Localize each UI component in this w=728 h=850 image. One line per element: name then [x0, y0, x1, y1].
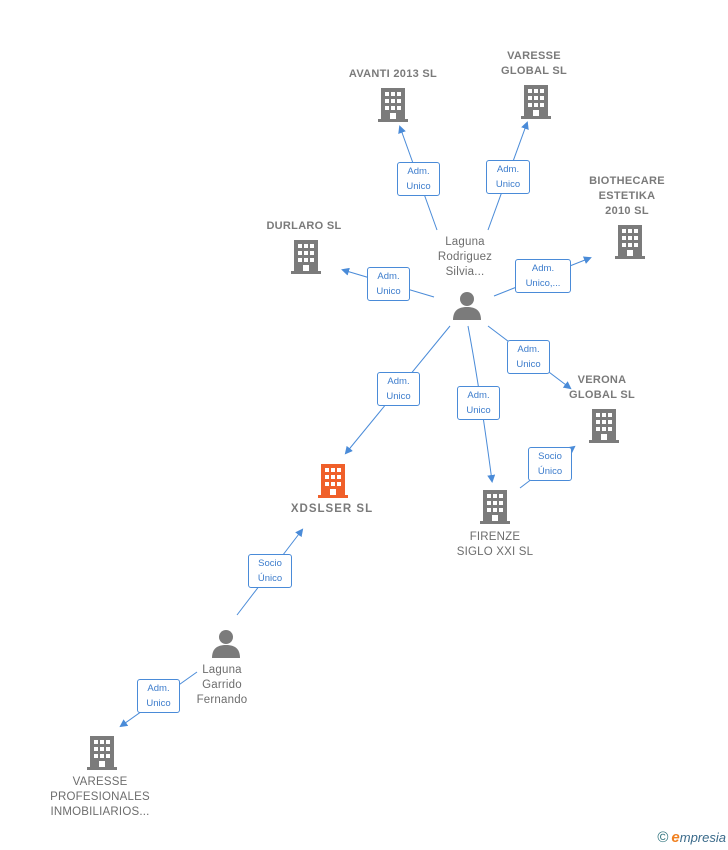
node-label-laguna-fernando[interactable]: Laguna Garrido Fernando: [162, 663, 282, 708]
edge-label[interactable]: Adm. Unico: [367, 267, 410, 301]
brand-initial: e: [671, 829, 680, 846]
label-line: FIRENZE: [469, 531, 521, 543]
edge-label-line: Unico: [466, 405, 491, 416]
label-line: GLOBAL SL: [500, 65, 568, 77]
laguna-silvia-person-icon[interactable]: [453, 292, 481, 320]
label-line: GLOBAL SL: [568, 389, 636, 401]
node-label-durlaro[interactable]: DURLARO SL: [234, 219, 374, 234]
label-line: ESTETIKA: [598, 190, 656, 202]
label-line: VARESSE: [72, 776, 128, 788]
biothecare-building-icon[interactable]: [615, 225, 645, 259]
edge-label[interactable]: Adm. Unico: [137, 679, 180, 713]
label-line: AVANTI 2013 SL: [348, 68, 438, 80]
label-line: Laguna: [202, 664, 242, 676]
edge-label[interactable]: Adm. Unico: [507, 340, 550, 374]
brand-name: mpresia: [679, 830, 726, 845]
edge-label[interactable]: Adm. Unico: [397, 162, 440, 196]
xdslser-building-icon[interactable]: [318, 464, 348, 498]
edge-label-line: Unico,...: [525, 278, 561, 289]
node-label-firenze[interactable]: FIRENZE SIGLO XXI SL: [425, 530, 565, 560]
copyright-icon: ©: [657, 829, 669, 846]
edge-label-line: Único: [537, 466, 563, 477]
label-line: BIOTHECARE: [589, 175, 665, 187]
edge-label-line: Unico: [386, 391, 411, 402]
edge-label[interactable]: Socio Único: [528, 447, 572, 481]
edge-label[interactable]: Adm. Unico: [486, 160, 530, 194]
node-label-xdslser[interactable]: XDSLSER SL: [262, 502, 402, 517]
edge-label-line: Unico: [495, 179, 521, 190]
label-line: Silvia...: [445, 266, 485, 278]
label-line: DURLARO SL: [266, 220, 342, 232]
node-label-varesse-global[interactable]: VARESSE GLOBAL SL: [464, 49, 604, 79]
label-line: Garrido: [202, 679, 242, 691]
edge-label-line: Socio: [258, 558, 282, 569]
edge-label-line: Adm.: [517, 344, 540, 355]
label-line: VARESSE: [507, 50, 561, 62]
edge-label-line: Socio: [538, 451, 562, 462]
label-line: INMOBILIARIOS...: [50, 806, 150, 818]
edge-label-line: Adm.: [377, 271, 400, 282]
label-line: XDSLSER SL: [290, 503, 374, 515]
edge-label-line: Adm.: [407, 166, 430, 177]
label-line: Rodriguez: [437, 251, 493, 263]
edge-label-line: Unico: [406, 181, 431, 192]
firenze-building-icon[interactable]: [480, 490, 510, 524]
verona-building-icon[interactable]: [589, 409, 619, 443]
edge-label-line: Adm.: [147, 683, 170, 694]
avanti-building-icon[interactable]: [378, 88, 408, 122]
edge-label[interactable]: Adm. Unico: [457, 386, 500, 420]
edge-label-line: Unico: [376, 286, 401, 297]
node-label-laguna-silvia[interactable]: Laguna Rodriguez Silvia...: [405, 235, 525, 280]
edge-label[interactable]: Adm. Unico: [377, 372, 420, 406]
label-line: SIGLO XXI SL: [456, 546, 534, 558]
edge-label-line: Adm.: [496, 164, 520, 175]
label-line: Fernando: [196, 694, 248, 706]
node-label-varesse-prof[interactable]: VARESSE PROFESIONALES INMOBILIARIOS...: [30, 775, 170, 820]
edges: [119, 121, 592, 728]
durlaro-building-icon[interactable]: [291, 240, 321, 274]
edge-label-line: Adm.: [531, 263, 555, 274]
label-line: Laguna: [445, 236, 485, 248]
label-line: PROFESIONALES: [50, 791, 150, 803]
edge-label-line: Adm.: [387, 376, 410, 387]
node-label-verona[interactable]: VERONA GLOBAL SL: [532, 373, 672, 403]
varesse-global-building-icon[interactable]: [521, 85, 551, 119]
label-line: 2010 SL: [605, 205, 649, 217]
edge-label-line: Unico: [146, 698, 171, 709]
edge-label-line: Unico: [516, 359, 541, 370]
node-label-biothecare[interactable]: BIOTHECARE ESTETIKA 2010 SL: [557, 174, 697, 219]
laguna-fernando-person-icon[interactable]: [212, 630, 240, 658]
edge-label-line: Adm.: [467, 390, 490, 401]
footer-brand[interactable]: © empresia: [657, 829, 726, 846]
label-line: VERONA: [577, 374, 627, 386]
edge-label-line: Único: [257, 573, 283, 584]
varesse-prof-building-icon[interactable]: [87, 736, 117, 770]
edge-label[interactable]: Socio Único: [248, 554, 292, 588]
node-label-avanti[interactable]: AVANTI 2013 SL: [323, 67, 463, 82]
edge-label[interactable]: Adm. Unico,...: [515, 259, 571, 293]
